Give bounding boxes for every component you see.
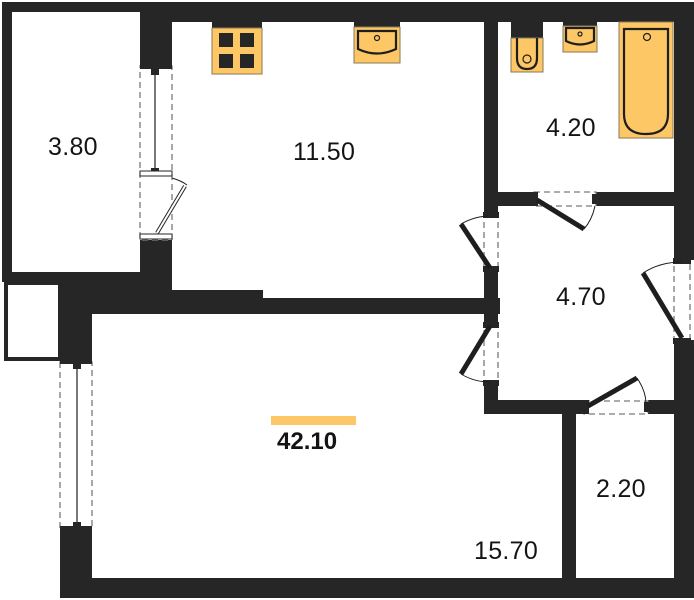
stove-icon (211, 22, 263, 75)
room-area-kitchen: 11.50 (293, 138, 356, 166)
bathroom-door[interactable] (530, 191, 600, 232)
room-area-living-room: 15.70 (474, 537, 539, 565)
living-room-window (59, 359, 93, 531)
washbasin-icon (562, 22, 598, 53)
room-area-storage: 2.20 (596, 475, 646, 503)
entrance-door[interactable] (640, 258, 691, 344)
kitchen-sink-icon (353, 22, 401, 64)
room-area-bathroom: 4.20 (546, 114, 596, 142)
room-area-balcony: 3.80 (48, 133, 98, 161)
exterior-niche (4, 281, 62, 361)
living-room-door[interactable] (458, 322, 499, 386)
toilet-icon (510, 22, 544, 73)
kitchen-door[interactable] (458, 212, 499, 272)
total-area: 42.10 (277, 428, 338, 455)
bathtub-icon (618, 21, 674, 139)
room-area-hallway: 4.70 (556, 283, 606, 311)
total-area-accent-bar (271, 416, 356, 425)
balcony-window (139, 64, 188, 241)
storage-door[interactable] (582, 375, 651, 415)
